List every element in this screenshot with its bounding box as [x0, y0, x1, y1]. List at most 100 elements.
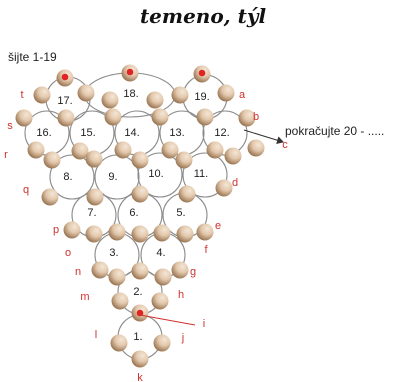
ring-number-11: 11. — [194, 168, 208, 180]
bead — [215, 179, 233, 197]
letter-n: n — [75, 266, 81, 278]
letter-h: h — [178, 289, 184, 301]
ring-number-4: 4. — [156, 247, 165, 259]
ring-number-5: 5. — [176, 207, 185, 219]
letter-s: s — [7, 120, 13, 132]
bead — [15, 109, 33, 127]
bead — [224, 147, 242, 165]
letter-p: p — [53, 224, 59, 236]
ring-number-15: 15. — [80, 127, 95, 139]
bead — [176, 225, 194, 243]
ring-number-3: 3. — [109, 247, 118, 259]
bead — [153, 334, 171, 352]
diagram-subtitle: šijte 1-19 — [8, 50, 57, 64]
bead — [217, 84, 235, 102]
start-marker-dot — [126, 68, 134, 76]
letter-i: i — [203, 318, 205, 330]
letter-r: r — [4, 149, 8, 161]
start-marker-dot — [198, 69, 206, 77]
bead — [63, 221, 81, 239]
letter-g: g — [190, 266, 196, 278]
diagram-title: temeno, týl — [139, 4, 267, 28]
continue-arrow — [243, 129, 284, 145]
bead — [131, 225, 149, 243]
bead — [206, 141, 224, 159]
bead — [101, 91, 119, 109]
ring-number-1: 1. — [133, 331, 142, 343]
bead — [151, 108, 169, 126]
letter-f: f — [204, 244, 208, 256]
letter-j: j — [181, 332, 184, 344]
ring-number-14: 14. — [124, 127, 139, 139]
ring-number-17: 17. — [57, 95, 72, 107]
continue-label: pokračujte 20 - ..... — [285, 124, 385, 138]
pointer-line-i — [139, 314, 196, 326]
ring-number-2: 2. — [133, 286, 142, 298]
ring-numbers-layer: 1. 2. 3. 4. 5. 6. 7. 8. 9. 10. 11. 12. 13. 14. 15. 16. 1… — [36, 88, 229, 343]
bead — [154, 268, 172, 286]
letter-e: e — [215, 220, 221, 232]
start-marker-dot — [136, 309, 144, 317]
bead — [108, 223, 126, 241]
letter-a: a — [239, 89, 246, 101]
bead — [27, 141, 45, 159]
bead — [57, 109, 75, 127]
ring-10 — [137, 152, 183, 198]
bead — [161, 141, 179, 159]
letter-b: b — [253, 111, 259, 123]
bead — [247, 139, 265, 157]
bead — [238, 109, 256, 127]
bead — [114, 141, 132, 159]
ring-number-12: 12. — [214, 127, 229, 139]
bead — [175, 151, 193, 169]
bead — [131, 350, 149, 368]
bead — [111, 292, 129, 310]
bead — [85, 150, 103, 168]
ring-11 — [182, 152, 228, 198]
bead — [146, 91, 164, 109]
letter-l: l — [95, 329, 97, 341]
bead — [151, 292, 169, 310]
ring-number-6: 6. — [129, 207, 138, 219]
bead — [108, 268, 126, 286]
bead — [33, 86, 51, 104]
ring-number-18: 18. — [123, 88, 138, 100]
ring-number-19: 19. — [194, 91, 209, 103]
ring-8 — [49, 154, 95, 200]
letter-o: o — [65, 247, 71, 259]
letter-c: c — [282, 139, 288, 151]
bead — [131, 262, 149, 280]
ring-number-16: 16. — [36, 127, 51, 139]
beads-layer — [15, 64, 265, 368]
bead — [85, 225, 103, 243]
letter-t: t — [20, 89, 23, 101]
bead — [86, 188, 104, 206]
bead — [71, 142, 89, 160]
ring-number-7: 7. — [87, 207, 96, 219]
bead — [110, 334, 128, 352]
ring-number-9: 9. — [108, 171, 117, 183]
bead — [153, 224, 171, 242]
bead — [171, 86, 189, 104]
bead — [178, 185, 196, 203]
bead — [196, 223, 214, 241]
letter-q: q — [23, 184, 29, 196]
ring-number-13: 13. — [169, 127, 184, 139]
bead — [171, 261, 189, 279]
bead — [196, 108, 214, 126]
bead — [131, 185, 149, 203]
ring-number-8: 8. — [63, 171, 72, 183]
ring-number-10: 10. — [148, 168, 163, 180]
bead — [43, 151, 61, 169]
bead — [77, 84, 95, 102]
bead — [104, 108, 122, 126]
bead — [131, 151, 149, 169]
bead — [41, 188, 59, 206]
letter-m: m — [80, 291, 89, 303]
start-marker-dot — [61, 73, 69, 81]
letter-d: d — [232, 177, 238, 189]
letter-k: k — [137, 372, 143, 382]
bead — [91, 261, 109, 279]
